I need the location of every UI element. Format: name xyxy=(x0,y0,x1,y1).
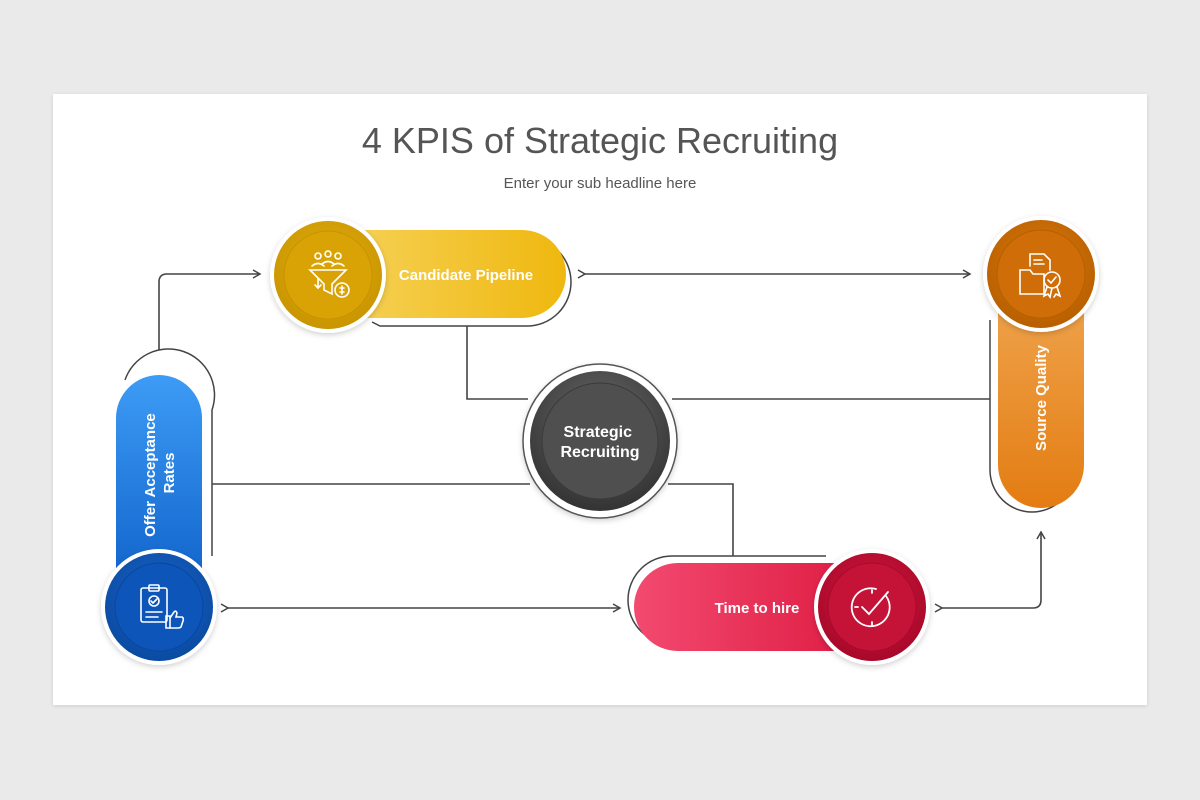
kpi-label-candidate-pipeline: Candidate Pipeline xyxy=(399,267,533,284)
clock-check-icon xyxy=(850,587,891,628)
kpi-label-offer-acceptance-line1: Offer Acceptance xyxy=(142,413,159,537)
page-title: 4 KPIS of Strategic Recruiting xyxy=(361,120,839,161)
kpi-time-to-hire: Time to hire xyxy=(627,549,930,665)
document-badge-icon xyxy=(1019,253,1062,300)
kpi-candidate-pipeline: Candidate Pipeline xyxy=(270,217,572,333)
kpi-label-source-quality: Source Quality xyxy=(1033,344,1050,451)
center-connectors xyxy=(212,322,990,556)
connector-to-pipeline xyxy=(466,322,528,400)
clipboard-thumbs-up-icon xyxy=(140,584,185,629)
kpi-label-time-to-hire: Time to hire xyxy=(715,600,800,617)
kpi-label-offer-acceptance: Offer Acceptance Rates xyxy=(142,409,178,537)
kpi-label-offer-acceptance-line2: Rates xyxy=(161,453,178,494)
arrow-time-source-quality xyxy=(934,530,1046,613)
page-subtitle: Enter your sub headline here xyxy=(503,175,697,192)
cycle-arrows xyxy=(154,269,1046,613)
kpi-offer-acceptance: Offer Acceptance Rates xyxy=(101,348,217,665)
funnel-people-icon xyxy=(308,250,350,298)
center-node: Strategic Recruiting xyxy=(522,363,678,519)
connector-to-time-to-hire xyxy=(668,483,734,556)
arrow-offer-pipeline xyxy=(154,269,262,360)
center-label-line2: Recruiting xyxy=(560,444,639,461)
center-label: Strategic Recruiting xyxy=(560,424,639,461)
center-label-line1: Strategic xyxy=(564,424,633,441)
kpi-source-quality: Source Quality xyxy=(983,216,1099,513)
